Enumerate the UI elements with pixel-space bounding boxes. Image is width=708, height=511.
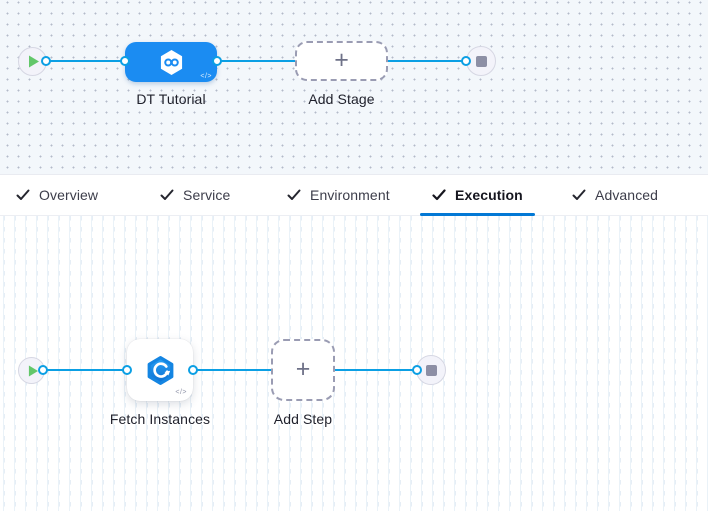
active-tab-underline <box>420 213 535 216</box>
check-icon <box>432 189 446 201</box>
plus-icon: + <box>334 45 349 74</box>
stop-icon <box>475 55 487 67</box>
plus-icon: + <box>295 354 311 383</box>
connector-line <box>335 369 417 371</box>
port-end-in[interactable] <box>412 365 422 375</box>
check-icon <box>287 189 301 200</box>
port-start-out[interactable] <box>38 365 48 375</box>
port-start-out[interactable] <box>41 56 51 66</box>
tab-label: Service <box>183 187 231 203</box>
stage-config-tabbar: Overview Service Environment Execution A… <box>0 174 708 216</box>
step-node-fetch-instances[interactable]: </> <box>127 339 193 401</box>
check-icon <box>160 189 174 200</box>
connector-line <box>387 60 467 62</box>
play-icon <box>29 55 39 68</box>
tab-label: Overview <box>39 187 99 203</box>
connector-line <box>44 60 130 62</box>
connector-line <box>43 369 127 371</box>
connector-line <box>193 369 271 371</box>
step-label: Fetch Instances <box>109 411 211 427</box>
play-icon <box>28 365 38 376</box>
stop-icon <box>425 364 437 376</box>
execution-graph-canvas[interactable]: </> Fetch Instances + Add Step <box>0 216 708 511</box>
stage-label: DT Tutorial <box>136 91 206 107</box>
add-step-label: Add Step <box>273 411 333 427</box>
port-stage-in[interactable] <box>120 56 130 66</box>
port-stage-out[interactable] <box>212 56 222 66</box>
code-badge: </> <box>200 73 212 80</box>
tab-overview[interactable]: Overview <box>16 175 98 215</box>
code-badge: </> <box>175 389 187 396</box>
port-step-out[interactable] <box>188 365 198 375</box>
tab-environment[interactable]: Environment <box>287 175 390 215</box>
stage-node-dt-tutorial[interactable]: </> <box>125 42 217 82</box>
cd-hexagon-infinity-icon <box>160 49 182 75</box>
check-icon <box>572 189 586 200</box>
tab-label: Environment <box>310 187 390 203</box>
add-step-button[interactable]: + <box>271 339 335 401</box>
port-end-in[interactable] <box>461 56 471 66</box>
tab-label: Execution <box>455 187 523 203</box>
tab-label: Advanced <box>595 187 659 203</box>
add-stage-button[interactable]: + <box>295 41 388 81</box>
check-icon <box>16 189 30 200</box>
tab-service[interactable]: Service <box>160 175 230 215</box>
tab-advanced[interactable]: Advanced <box>572 175 658 215</box>
connector-line <box>215 60 297 62</box>
add-stage-label: Add Stage <box>308 91 375 107</box>
tab-execution[interactable]: Execution <box>420 175 535 216</box>
fetch-instances-hexagon-sync-icon <box>147 355 173 385</box>
stage-graph-canvas[interactable]: </> DT Tutorial + Add Stage <box>0 0 708 174</box>
port-step-in[interactable] <box>122 365 132 375</box>
